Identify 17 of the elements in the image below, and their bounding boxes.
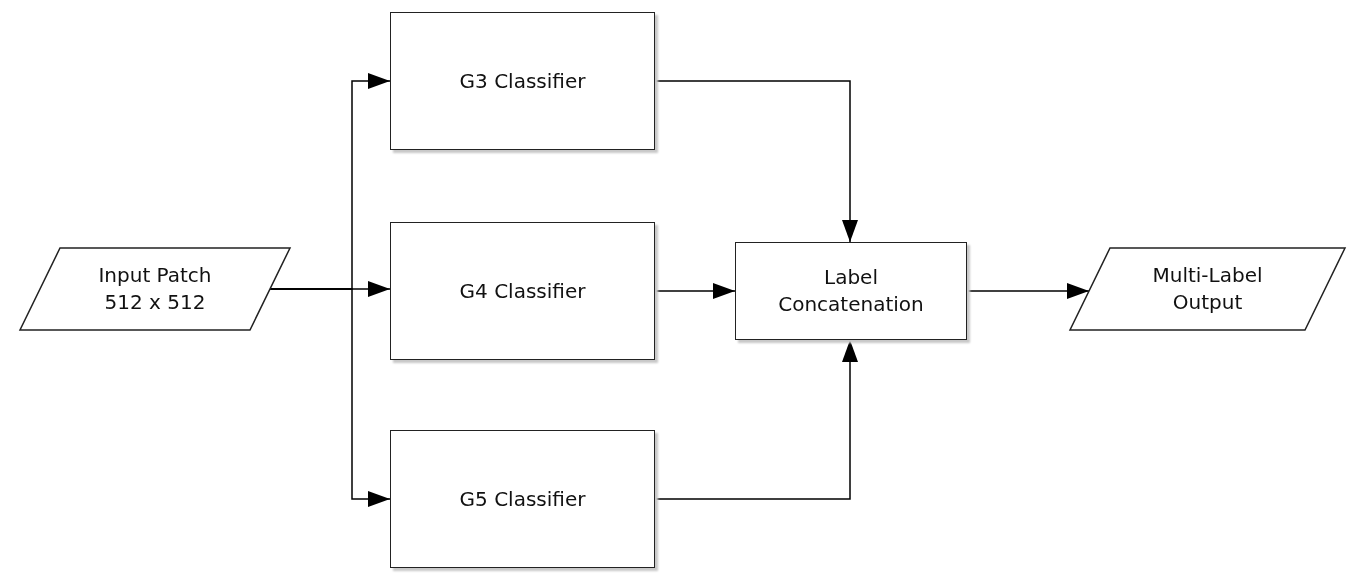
node-label: Label Concatenation [777,264,925,318]
arrow [654,283,736,299]
arrow [966,283,1090,299]
node-label: G5 Classifier [458,485,587,513]
node-label: G3 Classifier [458,67,587,95]
process-box [390,12,655,150]
node-label: Multi-Label Output [1151,262,1264,316]
arrow [654,339,858,500]
process-box [390,430,655,568]
node-label: G4 Classifier [458,277,587,305]
node-label: Input Patch 512 x 512 [97,262,213,316]
process-box [735,242,967,340]
data-parallelogram [1070,248,1345,330]
arrow [269,288,391,507]
arrow [654,80,858,243]
data-parallelogram [20,248,290,330]
process-box [390,222,655,360]
